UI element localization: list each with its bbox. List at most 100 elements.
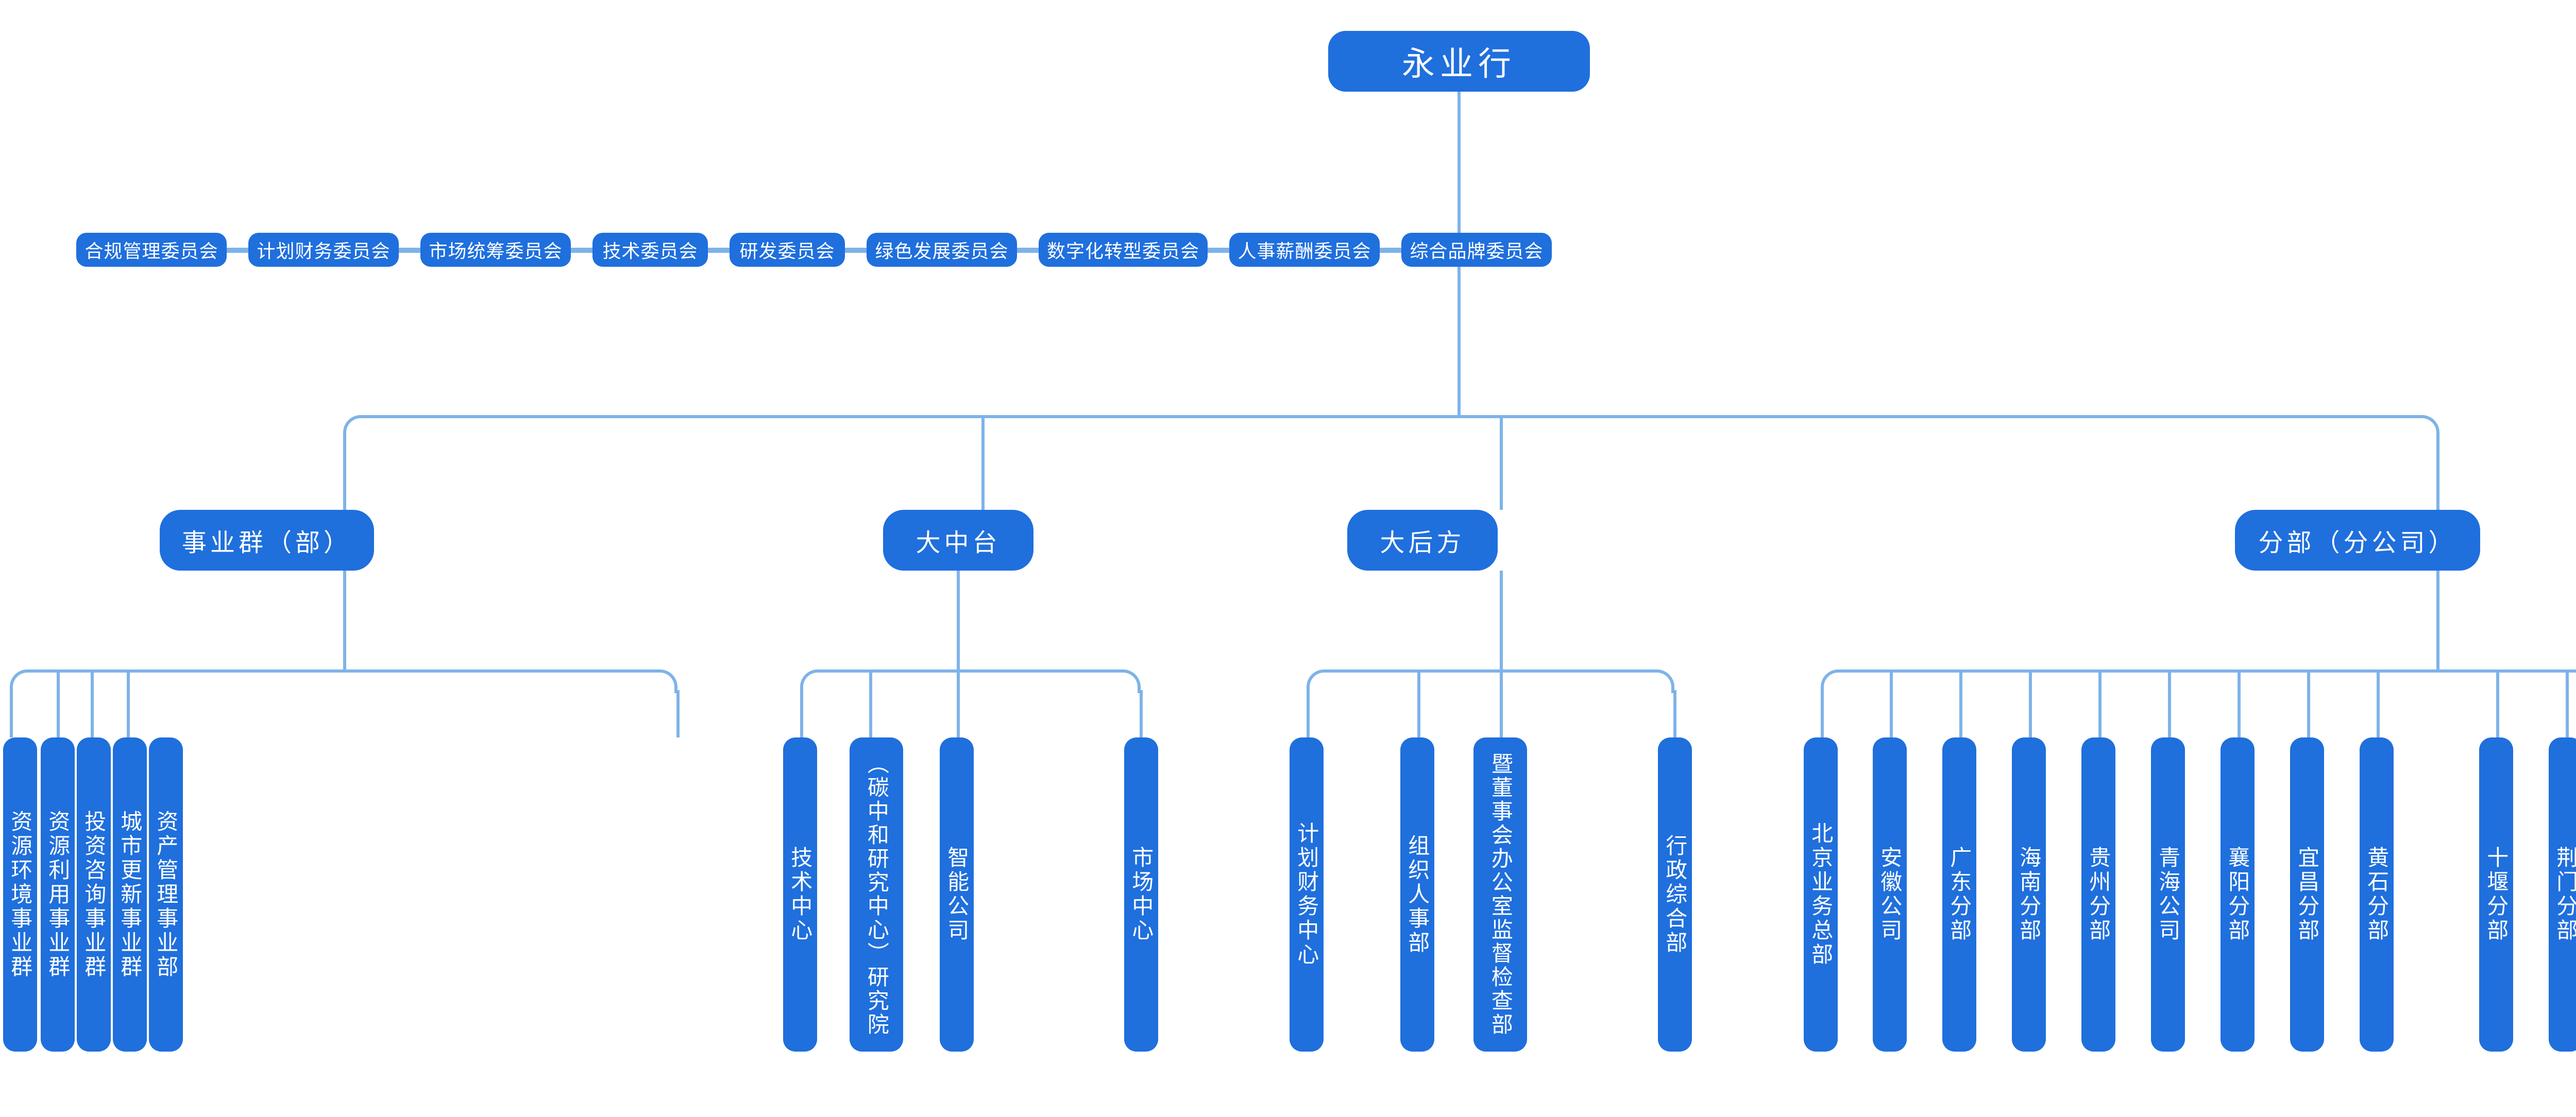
- unit-node-g3-7[interactable]: 宜昌分部: [2290, 737, 2324, 1052]
- connector-stem-division-3: [2436, 571, 2439, 673]
- unit-label: 投资咨询事业群: [81, 810, 106, 979]
- connector-group0-corner-right: [656, 669, 677, 693]
- division-label: 事业群（部）: [181, 529, 352, 557]
- unit-label: 资产管理事业部: [154, 810, 178, 979]
- committee-chip-6[interactable]: 数字化转型委员会: [1039, 233, 1208, 267]
- unit-label: 黄石分部: [2364, 846, 2389, 943]
- unit-node-g3-3[interactable]: 海南分部: [2012, 737, 2046, 1052]
- connector-group2-drop-0: [1307, 690, 1310, 737]
- division-node-0[interactable]: 事业群（部）: [160, 510, 374, 571]
- connector-drop-division-2: [1500, 418, 1503, 510]
- unit-node-g3-4[interactable]: 贵州分部: [2081, 737, 2115, 1052]
- connector-group3-drop-4: [2098, 673, 2102, 737]
- unit-label: 安徽公司: [1877, 846, 1902, 943]
- unit-node-g0-2[interactable]: 投资咨询事业群: [77, 737, 111, 1052]
- connector-group1-bus: [821, 669, 1120, 673]
- connector-group3-drop-2: [1959, 673, 1962, 737]
- connector-committee-7-8: [1380, 248, 1401, 253]
- unit-label: 十堰分部: [2484, 846, 2509, 943]
- committee-chip-4[interactable]: 研发委员会: [730, 233, 845, 267]
- root-node-yongyehang[interactable]: 永业行: [1328, 31, 1590, 92]
- unit-node-g0-1[interactable]: 资源利用事业群: [41, 737, 75, 1052]
- unit-node-g1-1[interactable]: （碳中和研究中心） 研究院: [850, 737, 903, 1052]
- unit-node-g3-1[interactable]: 安徽公司: [1873, 737, 1907, 1052]
- unit-node-g2-3[interactable]: 行政综合部: [1658, 737, 1692, 1052]
- connector-group3-drop-9: [2496, 673, 2499, 737]
- connector-group0-drop-3: [127, 673, 130, 737]
- connector-group0-drop-4: [676, 690, 680, 737]
- connector-group2-corner-right: [1653, 669, 1674, 693]
- division-label: 分部（分公司）: [2258, 529, 2457, 557]
- connector-stem-division-1: [957, 571, 960, 673]
- committee-chip-8[interactable]: 综合品牌委员会: [1401, 233, 1552, 267]
- connector-group3-drop-8: [2377, 673, 2380, 737]
- unit-node-g0-4[interactable]: 资产管理事业部: [149, 737, 183, 1052]
- committee-label: 绿色发展委员会: [875, 240, 1009, 262]
- connector-root-stem: [1458, 92, 1461, 238]
- unit-node-g3-9[interactable]: 十堰分部: [2479, 737, 2513, 1052]
- unit-node-g3-8[interactable]: 黄石分部: [2360, 737, 2394, 1052]
- connector-group1-corner-right: [1119, 669, 1141, 693]
- unit-node-g1-2[interactable]: 智能公司: [940, 737, 974, 1052]
- committee-label: 人事薪酬委员会: [1238, 240, 1371, 262]
- unit-label: 计划财务中心: [1294, 822, 1319, 967]
- connector-committee-0-1: [227, 248, 248, 253]
- division-label: 大后方: [1380, 529, 1465, 557]
- connector-group3-bus: [1841, 669, 2576, 673]
- unit-label: 广东分部: [1947, 846, 1972, 943]
- unit-node-g2-1[interactable]: 组织人事部: [1400, 737, 1434, 1052]
- connector-group1-drop-1: [869, 673, 872, 737]
- connector-committee-6-7: [1208, 248, 1229, 253]
- connector-committee-5-6: [1017, 248, 1039, 253]
- division-node-1[interactable]: 大中台: [883, 510, 1033, 571]
- connector-group1-drop-2: [957, 673, 960, 737]
- committee-label: 合规管理委员会: [84, 240, 218, 262]
- connector-drop-division-1: [981, 418, 985, 510]
- unit-node-g0-3[interactable]: 城市更新事业群: [113, 737, 147, 1052]
- committee-chip-0[interactable]: 合规管理委员会: [76, 233, 227, 267]
- unit-label: 海南分部: [2016, 846, 2041, 943]
- committee-label: 研发委员会: [739, 240, 835, 262]
- connector-stem-division-0: [343, 571, 346, 673]
- connector-group1-corner-left: [800, 669, 822, 693]
- unit-label: 行政综合部: [1663, 834, 1687, 955]
- committee-chip-2[interactable]: 市场统筹委员会: [420, 233, 571, 267]
- connector-group2-drop-1: [1417, 673, 1420, 737]
- division-node-3[interactable]: 分部（分公司）: [2235, 510, 2480, 571]
- unit-node-g2-0[interactable]: 计划财务中心: [1290, 737, 1324, 1052]
- connector-drop-division-0: [343, 436, 346, 510]
- committee-chip-7[interactable]: 人事薪酬委员会: [1229, 233, 1380, 267]
- unit-node-g3-0[interactable]: 北京业务总部: [1804, 737, 1838, 1052]
- connector-group3-drop-6: [2238, 673, 2241, 737]
- unit-node-g0-0[interactable]: 资源环境事业群: [3, 737, 37, 1052]
- connector-group3-corner-left: [1821, 669, 1842, 693]
- connector-committee-1-2: [399, 248, 420, 253]
- connector-group3-drop-3: [2029, 673, 2032, 737]
- connector-bus-corner-right: [2418, 415, 2439, 439]
- unit-node-g3-5[interactable]: 青海公司: [2151, 737, 2185, 1052]
- connector-group3-drop-0: [1821, 690, 1824, 737]
- unit-node-g3-10[interactable]: 荆门分部: [2549, 737, 2576, 1052]
- unit-node-g2-2[interactable]: 暨董事会办公室 监督检查部: [1473, 737, 1527, 1052]
- connector-root-trunk-lower: [1458, 267, 1461, 418]
- connector-level2-bus: [364, 415, 2419, 418]
- unit-label-secondary: 暨董事会办公室: [1488, 752, 1513, 918]
- unit-node-g3-6[interactable]: 襄阳分部: [2221, 737, 2255, 1052]
- division-node-2[interactable]: 大后方: [1347, 510, 1498, 571]
- committee-label: 技术委员会: [602, 240, 698, 262]
- unit-label: 智能公司: [944, 846, 969, 943]
- unit-node-g1-0[interactable]: 技术中心: [783, 737, 817, 1052]
- connector-group2-drop-3: [1673, 690, 1676, 737]
- unit-node-g3-2[interactable]: 广东分部: [1942, 737, 1976, 1052]
- committee-label: 计划财务委员会: [257, 240, 391, 262]
- committee-chip-3[interactable]: 技术委员会: [592, 233, 708, 267]
- unit-node-g1-3[interactable]: 市场中心: [1124, 737, 1158, 1052]
- committee-chip-5[interactable]: 绿色发展委员会: [867, 233, 1017, 267]
- unit-label: 监督检查部: [1488, 918, 1513, 1037]
- unit-label: 贵州分部: [2086, 846, 2111, 943]
- committee-chip-1[interactable]: 计划财务委员会: [248, 233, 399, 267]
- unit-label: 北京业务总部: [1808, 822, 1833, 967]
- connector-bus-corner-left: [343, 415, 365, 439]
- connector-group2-corner-left: [1307, 669, 1328, 693]
